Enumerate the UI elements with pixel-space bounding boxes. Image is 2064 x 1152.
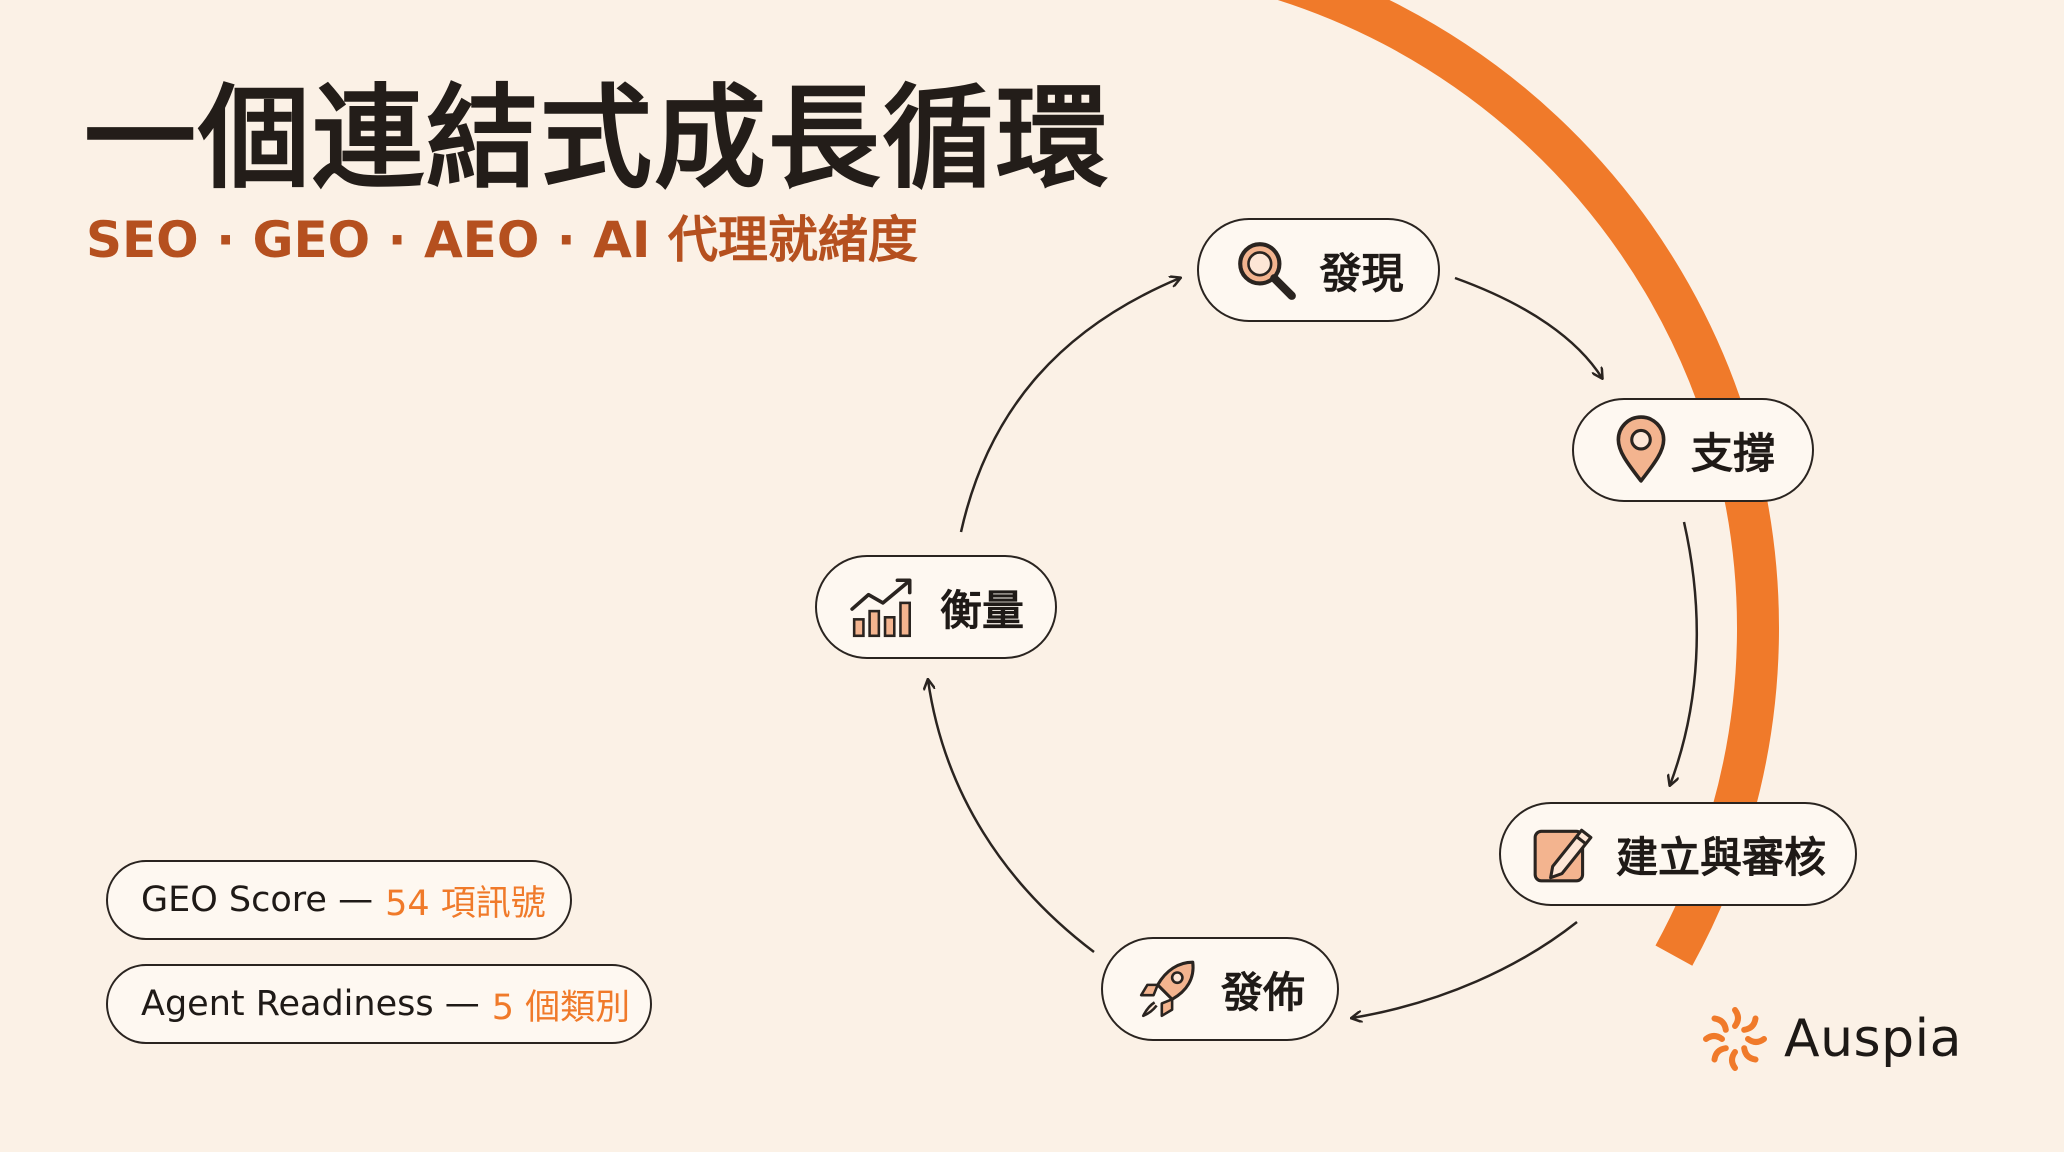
stat-value: 5 個類別 — [491, 987, 631, 1028]
cycle-node-discover[interactable]: 發現 — [1197, 218, 1440, 322]
sunburst-ray — [1741, 1015, 1759, 1033]
brand-name: Auspia — [1784, 1009, 1962, 1069]
sunburst-ray — [1703, 1033, 1725, 1042]
sunburst-ray — [1711, 1045, 1729, 1063]
cycle-node-label: 發現 — [1319, 248, 1404, 298]
cycle-node-publish[interactable]: 發佈 — [1101, 937, 1339, 1041]
brand-logo: Auspia — [1700, 1004, 1962, 1074]
sunburst-ray — [1711, 1015, 1729, 1033]
cycle-arrow-discover-to-support — [1454, 276, 1602, 378]
cycle-arrow-build-to-publish — [1352, 921, 1578, 1018]
sunburst-ray — [1741, 1045, 1759, 1063]
stat-value: 54 項訊號 — [385, 883, 546, 924]
cycle-node-label: 發佈 — [1220, 967, 1305, 1017]
slide-subtitle: SEO · GEO · AEO · AI 代理就緒度 — [86, 211, 918, 269]
slide-title: 一個連結式成長循環 — [84, 74, 1110, 204]
sunburst-ray — [1745, 1036, 1767, 1045]
cycle-node-label: 建立與審核 — [1615, 832, 1826, 882]
stat-geo-score: GEO Score — 54 項訊號 — [106, 860, 572, 940]
sunburst-ray — [1732, 1007, 1741, 1029]
cycle-node-support[interactable]: 支撐 — [1572, 398, 1814, 502]
stat-label: Agent Readiness — — [141, 984, 480, 1024]
auspia-sunburst-icon — [1703, 1007, 1767, 1071]
cycle-node-measure[interactable]: 衡量 — [815, 555, 1057, 659]
magnifier-icon — [1233, 237, 1299, 303]
progress-arc — [1277, 0, 1779, 966]
pencil-edit-icon — [1530, 821, 1596, 887]
cycle-arrow-publish-to-measure — [928, 680, 1095, 953]
location-pin-icon — [1611, 415, 1671, 485]
growth-chart-icon — [848, 574, 920, 640]
cycle-node-build-review[interactable]: 建立與審核 — [1499, 802, 1857, 906]
cycle-node-label: 衡量 — [939, 585, 1024, 635]
cycle-node-label: 支撐 — [1690, 428, 1775, 478]
stat-agent-readiness: Agent Readiness — 5 個類別 — [106, 964, 652, 1044]
cycle-arrow-measure-to-discover — [959, 278, 1180, 533]
stat-label: GEO Score — — [141, 880, 374, 920]
cycle-arrow-support-to-build — [1670, 521, 1699, 785]
rocket-icon — [1135, 956, 1201, 1022]
sunburst-ray — [1729, 1049, 1738, 1071]
